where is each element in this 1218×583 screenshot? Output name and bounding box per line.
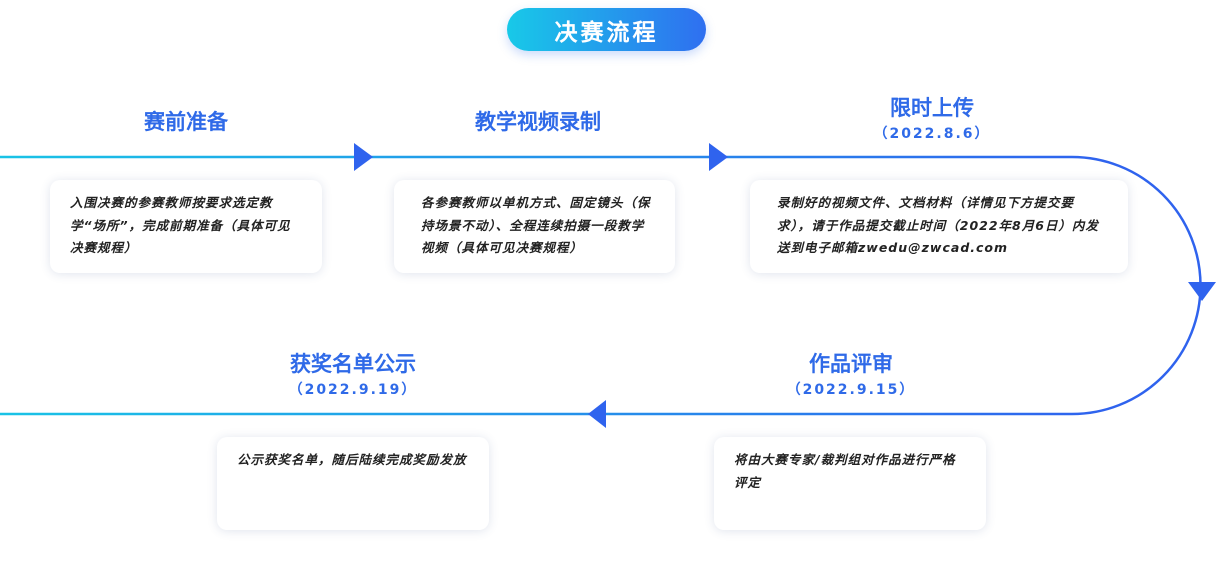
arrow-left-4	[588, 400, 606, 428]
stage-4-date: （2022.9.15）	[786, 382, 916, 398]
stage-1-card: 入围决赛的参赛教师按要求选定教学“场所”，完成前期准备（具体可见决赛规程）	[50, 180, 322, 273]
stage-1-title: 赛前准备	[144, 110, 228, 134]
arrow-right-2	[709, 143, 728, 171]
stage-4-card: 将由大赛专家/裁判组对作品进行严格评定	[714, 437, 986, 530]
stage-3-date: （2022.8.6）	[873, 126, 991, 142]
stage-3-title: 限时上传	[890, 96, 974, 120]
stage-4-title: 作品评审	[809, 352, 893, 376]
flow-line-top	[0, 155, 1202, 416]
stage-2-description: 各参赛教师以单机方式、固定镜头（保持场景不动）、全程连续拍摄一段教学视频（具体可…	[421, 195, 651, 255]
stage-2-card: 各参赛教师以单机方式、固定镜头（保持场景不动）、全程连续拍摄一段教学视频（具体可…	[394, 180, 675, 273]
stage-3-card: 录制好的视频文件、文档材料（详情见下方提交要求），请于作品提交截止时间（2022…	[750, 180, 1128, 273]
stage-1-description: 入围决赛的参赛教师按要求选定教学“场所”，完成前期准备（具体可见决赛规程）	[70, 195, 291, 255]
page-title: 决赛流程	[507, 8, 706, 51]
stage-5-card: 公示获奖名单，随后陆续完成奖励发放	[217, 437, 489, 530]
stage-4-description: 将由大赛专家/裁判组对作品进行严格评定	[734, 452, 956, 490]
arrow-right-1	[354, 143, 373, 171]
stage-5-title: 获奖名单公示	[290, 352, 416, 376]
stage-3-description: 录制好的视频文件、文档材料（详情见下方提交要求），请于作品提交截止时间（2022…	[777, 195, 1099, 255]
stage-5-description: 公示获奖名单，随后陆续完成奖励发放	[237, 452, 467, 467]
stage-2-title: 教学视频录制	[475, 110, 601, 134]
stage-5-date: （2022.9.19）	[288, 382, 418, 398]
arrow-down-3	[1188, 282, 1216, 301]
